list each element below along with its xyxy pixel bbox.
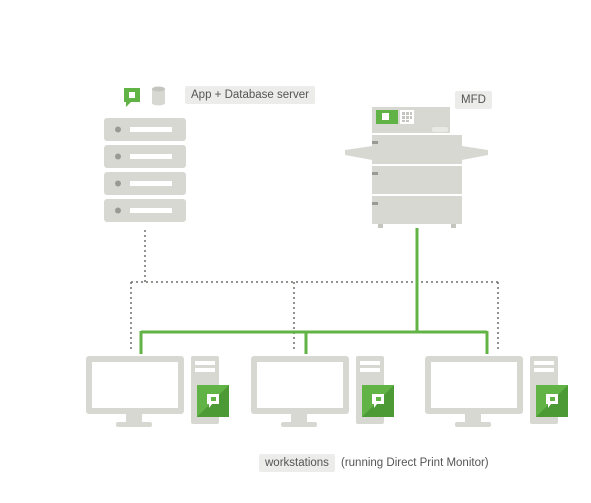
- mfd-label: MFD: [455, 91, 492, 109]
- workstation-3: [425, 356, 568, 427]
- printer-icon: [345, 107, 488, 228]
- mfd-connection-lines: [139, 228, 489, 354]
- workstations-note: (running Direct Print Monitor): [341, 457, 489, 469]
- papercut-logo-icon: [197, 385, 229, 417]
- papercut-logo-icon: [124, 88, 140, 107]
- workstations-label: workstations: [259, 454, 335, 472]
- monitor-icon: [425, 356, 523, 427]
- workstation-2: [251, 356, 394, 427]
- server-icon: [104, 118, 186, 222]
- server-connection-lines: [130, 230, 499, 352]
- server-label: App + Database server: [185, 86, 315, 104]
- monitor-icon: [86, 356, 184, 427]
- papercut-logo-icon: [536, 385, 568, 417]
- workstation-1: [86, 356, 229, 427]
- database-icon: [152, 86, 165, 106]
- papercut-logo-icon: [362, 385, 394, 417]
- monitor-icon: [251, 356, 349, 427]
